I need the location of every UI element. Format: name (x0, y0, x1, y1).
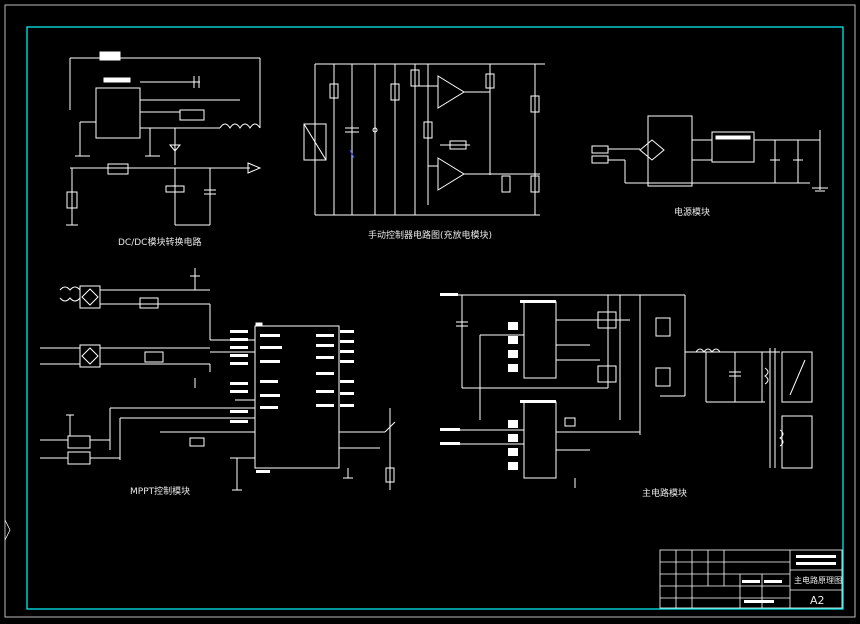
drawing-border (26, 26, 844, 610)
mppt-module-label: MPPT控制模块 (130, 485, 190, 497)
mppt-pin-labels (230, 330, 354, 473)
drawing-title: 主电路原理图 (794, 575, 842, 585)
main-circuit-pins (440, 293, 556, 470)
manual-controller-module (303, 63, 545, 216)
outer-frame (4, 4, 856, 618)
main-circuit-module (440, 294, 813, 488)
manual-controller-label: 手动控制器电路图(充放电模块) (368, 229, 492, 241)
sheet-size: A2 (810, 594, 825, 607)
power-module (591, 115, 828, 192)
edge-marker (4, 519, 11, 541)
dcdc-module-label: DC/DC模块转换电路 (118, 236, 201, 248)
dcdc-module (66, 51, 262, 226)
title-block (659, 549, 843, 609)
mppt-module (40, 268, 396, 491)
power-module-label: 电源模块 (674, 206, 710, 218)
main-circuit-label: 主电路模块 (642, 487, 687, 499)
